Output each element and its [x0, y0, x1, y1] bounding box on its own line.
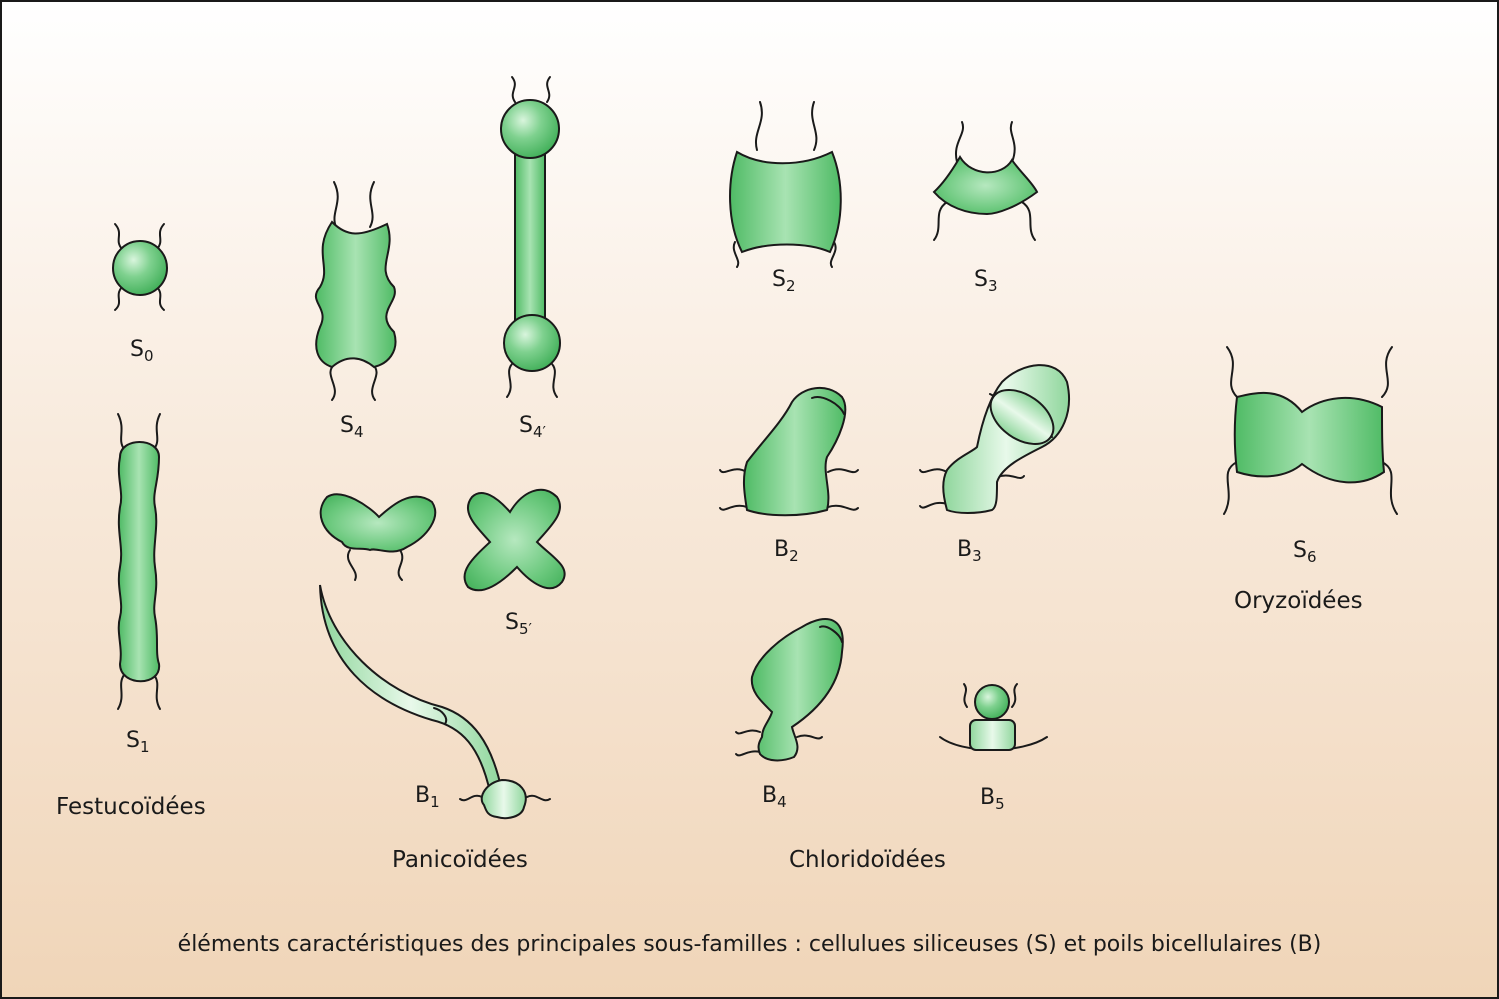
cell-s1: [117, 413, 161, 710]
cell-s4-prime: [500, 76, 561, 398]
cell-s3: [932, 121, 1039, 241]
cell-s5-prime: [463, 488, 566, 592]
label-b1: B1: [415, 783, 440, 811]
cell-s2: [729, 101, 842, 268]
group-name-chloridoidees: Chloridoïdées: [789, 847, 946, 873]
hair-b2: [719, 386, 859, 517]
label-s3: S3: [974, 267, 998, 295]
cell-s5-vshape: [319, 493, 437, 581]
label-b5: B5: [980, 785, 1005, 813]
cell-s0: [112, 223, 168, 311]
cell-s6: [1223, 346, 1398, 515]
label-s4: S4: [340, 413, 364, 441]
label-s2: S2: [772, 267, 796, 295]
label-b3: B3: [957, 537, 982, 565]
hair-b4: [735, 618, 844, 762]
figure-caption: éléments caractéristiques des principale…: [177, 932, 1322, 957]
label-s1: S1: [126, 728, 150, 756]
group-name-festucoidees: Festucoïdées: [56, 794, 206, 820]
hair-b3: [919, 364, 1070, 514]
label-s6: S6: [1293, 538, 1317, 566]
hair-b1: [319, 584, 551, 820]
hair-b5: [939, 683, 1048, 751]
label-b4: B4: [762, 783, 787, 811]
group-name-oryzoidees: Oryzoïdées: [1234, 588, 1363, 614]
label-s0: S0: [130, 337, 154, 365]
label-s5-prime: S5′: [505, 610, 532, 638]
cell-s4: [314, 181, 397, 401]
group-name-panicoidees: Panicoïdées: [392, 847, 528, 873]
label-s4-prime: S4′: [519, 413, 546, 441]
label-b2: B2: [774, 537, 799, 565]
